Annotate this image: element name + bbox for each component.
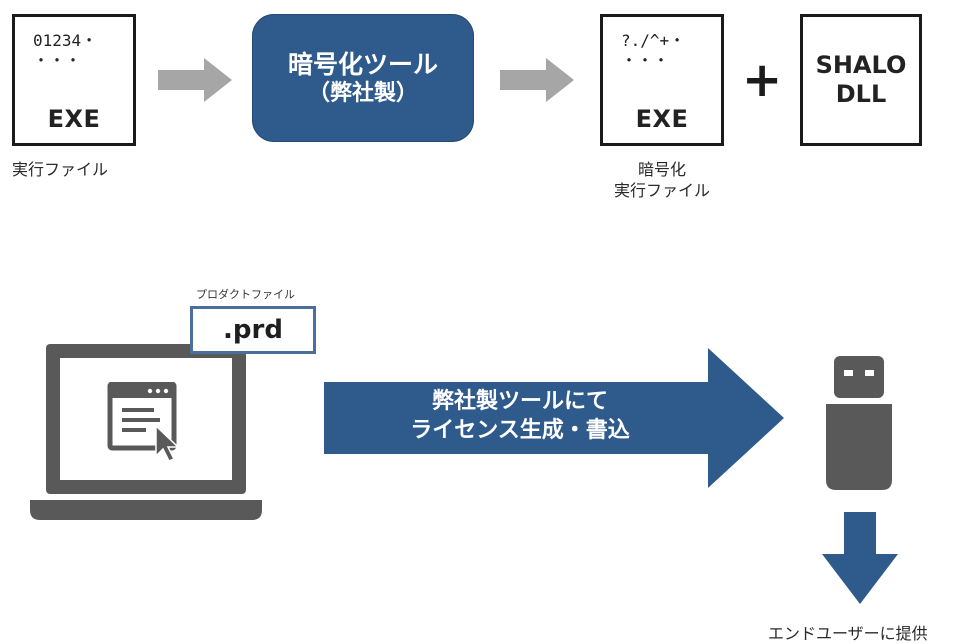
encrypted-caption-line-1: 暗号化 bbox=[637, 160, 686, 179]
shalo-dll-label: SHALO DLL bbox=[816, 51, 907, 109]
product-file-label: プロダクトファイル bbox=[196, 288, 295, 301]
exe-caption: 実行ファイル bbox=[12, 160, 109, 179]
encrypted-exe-caption: 暗号化 実行ファイル bbox=[600, 160, 724, 202]
exe-code-line-1: 01234・ bbox=[33, 31, 98, 50]
encrypted-code-line-1: ?./^+・ bbox=[621, 31, 686, 50]
shalo-dll-box: SHALO DLL bbox=[800, 14, 922, 146]
arrow-right-icon bbox=[500, 58, 574, 102]
license-arrow-icon bbox=[324, 348, 784, 488]
license-arrow-line-1: 弊社製ツールにて bbox=[431, 389, 608, 414]
exe-code-text: 01234・ ・・・ bbox=[33, 31, 97, 71]
plus-sign: + bbox=[742, 52, 783, 108]
end-user-caption: エンドユーザーに提供 bbox=[768, 624, 928, 643]
product-file-box: .prd bbox=[190, 306, 316, 354]
usb-dongle-icon bbox=[826, 356, 892, 490]
license-arrow-text: 弊社製ツールにて ライセンス生成・書込 bbox=[360, 388, 680, 445]
encryption-tool-box: 暗号化ツール （弊社製） bbox=[252, 14, 474, 142]
app-window-icon bbox=[107, 382, 180, 462]
arrow-right-icon bbox=[158, 58, 232, 102]
encrypted-caption-line-2: 実行ファイル bbox=[613, 180, 710, 200]
license-arrow-line-2: ライセンス生成・書込 bbox=[410, 417, 630, 443]
arrow-down-icon bbox=[822, 512, 898, 604]
encrypted-code-text: ?./^+・ ・・・ bbox=[621, 31, 685, 71]
encrypted-code-line-2: ・・・ bbox=[621, 51, 670, 70]
shalo-dll-line-1: SHALO bbox=[815, 51, 907, 80]
shalo-dll-line-2: DLL bbox=[835, 80, 887, 108]
encrypted-exe-file-box: ?./^+・ ・・・ EXE bbox=[600, 14, 724, 146]
exe-code-line-2: ・・・ bbox=[33, 51, 82, 70]
exe-file-box: 01234・ ・・・ EXE bbox=[12, 14, 136, 146]
encrypted-exe-ext-label: EXE bbox=[635, 105, 689, 133]
encryption-tool-subtitle: （弊社製） bbox=[307, 80, 418, 106]
exe-ext-label: EXE bbox=[47, 105, 101, 133]
encryption-tool-title: 暗号化ツール bbox=[287, 49, 438, 79]
